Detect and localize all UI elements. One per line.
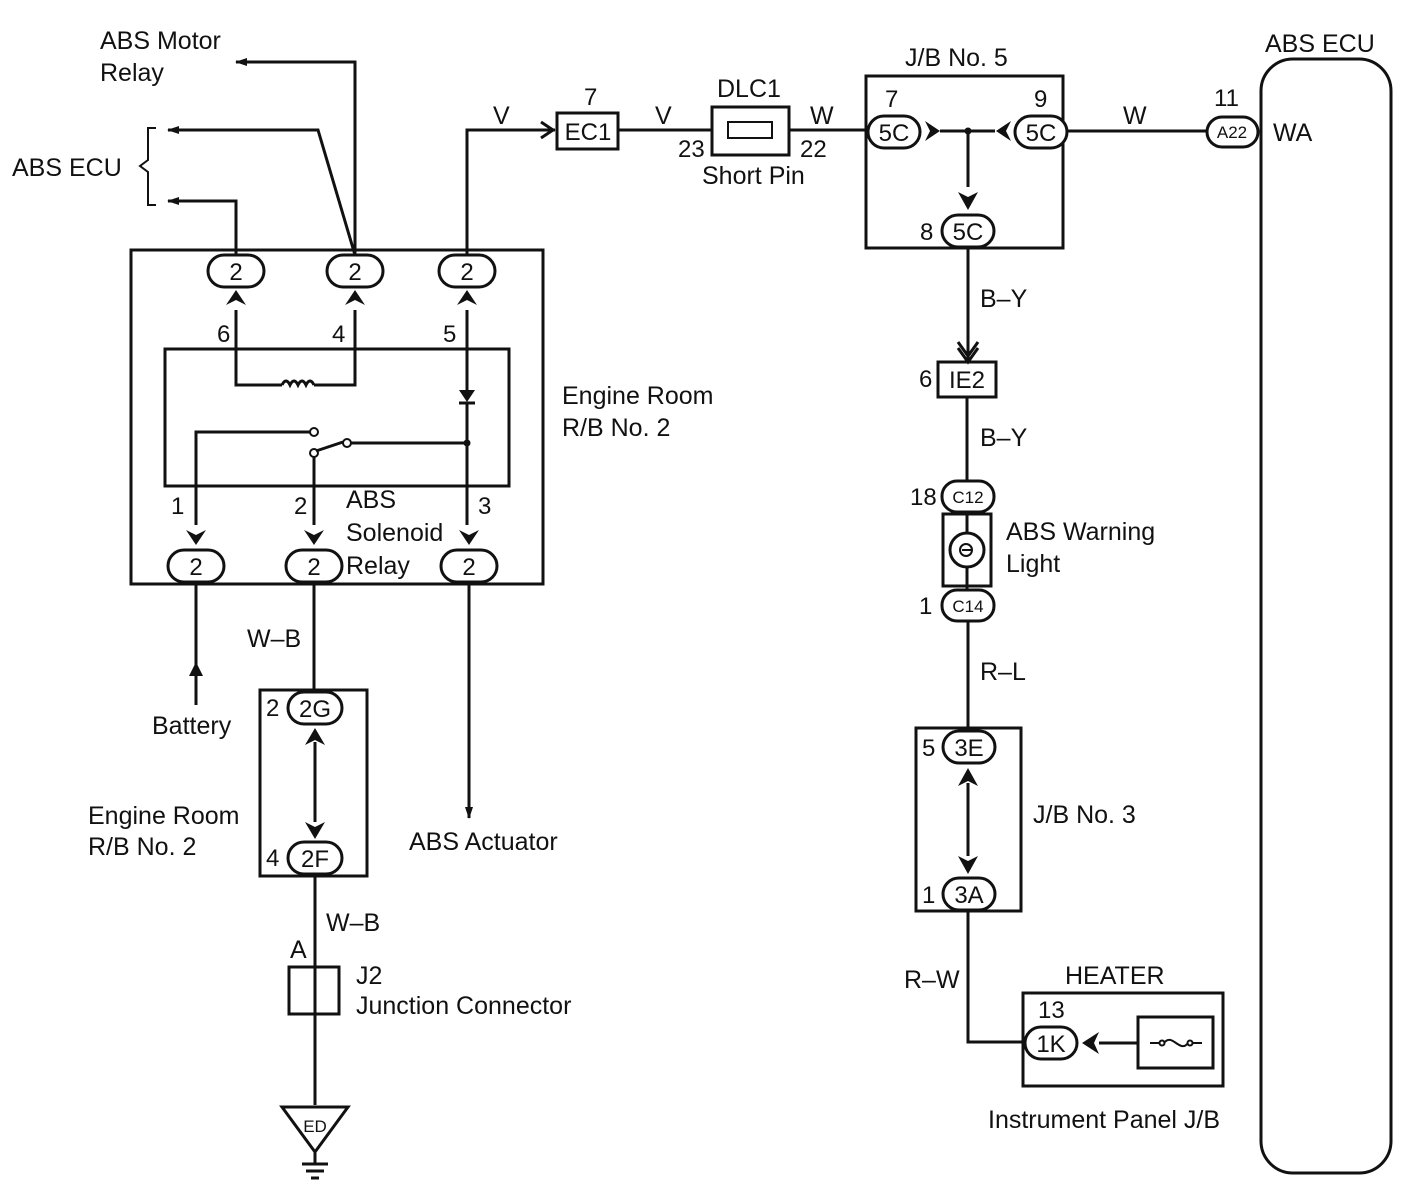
ecu-terminal-wa: WA	[1273, 119, 1313, 147]
abs-warning-label-2: Light	[1006, 550, 1060, 578]
dlc1-box	[710, 105, 791, 157]
connector-5c-8: 5C	[953, 219, 984, 246]
relay-internal-wiring	[186, 290, 479, 545]
abs-solenoid-label-1: ABS	[346, 486, 396, 514]
pin-c14-1: 1	[919, 593, 932, 620]
pin-jb5-7: 7	[885, 86, 898, 113]
connector-3a: 3A	[954, 882, 983, 909]
abs-actuator-label: ABS Actuator	[409, 828, 558, 856]
pin-3a-1: 1	[922, 882, 935, 909]
ground-ed	[279, 1105, 351, 1155]
abs-ecu-left-label: ABS ECU	[12, 154, 122, 182]
connector-a22: A22	[1217, 123, 1247, 142]
connector-2f: 2F	[301, 846, 329, 873]
connector-c12: C12	[952, 488, 983, 507]
j2-label: J2	[356, 962, 382, 990]
pin-jb5-9: 9	[1034, 86, 1047, 113]
r2-bot-1: 2	[189, 554, 202, 581]
fuse-icon	[1150, 1038, 1202, 1048]
relay-bottom-connectors: 2 2 2	[166, 548, 499, 584]
pin-jb5-8: 8	[920, 219, 933, 246]
abs-motor-relay-label-1: ABS Motor	[100, 27, 221, 55]
pin-ie2-6: 6	[919, 366, 932, 393]
wire-rw: R–W	[904, 966, 960, 994]
wire-by2: B–Y	[980, 424, 1028, 452]
instrument-panel-jb-label: Instrument Panel J/B	[988, 1106, 1220, 1134]
engine-room-rb-label-1: Engine Room	[562, 382, 713, 410]
engine-room-rb-b-label-1: Engine Room	[88, 802, 239, 830]
connector-2g: 2G	[299, 696, 331, 723]
relay-pin-5: 5	[443, 321, 456, 348]
connector-5c-9: 5C	[1026, 120, 1057, 147]
r2-top-3: 2	[460, 259, 473, 286]
r2-top-1: 2	[229, 259, 242, 286]
pin-1k-13: 13	[1038, 997, 1065, 1024]
relay-pin-1: 1	[171, 493, 184, 520]
junction-pin-a: A	[290, 936, 307, 964]
wire-w1: W	[810, 102, 834, 130]
heater-fuse-box	[1136, 1015, 1215, 1070]
instrument-panel-jb-box	[1021, 991, 1225, 1088]
abs-solenoid-label-3: Relay	[346, 552, 410, 580]
battery-label: Battery	[152, 712, 232, 740]
r2-top-2: 2	[348, 259, 361, 286]
abs-ecu-box	[1259, 57, 1393, 1175]
wire-v2: V	[655, 102, 672, 130]
pin-2f: 4	[266, 845, 279, 872]
short-pin-label: Short Pin	[702, 162, 805, 190]
connector-3e: 3E	[954, 735, 983, 762]
abs-solenoid-label-2: Solenoid	[346, 519, 443, 547]
engine-room-rb-b-label-2: R/B No. 2	[88, 833, 196, 861]
wire-wb2: W–B	[326, 909, 380, 937]
engine-room-rb-label-2: R/B No. 2	[562, 414, 670, 442]
relay-pin-4: 4	[332, 321, 345, 348]
pin-ec1: 7	[584, 84, 597, 111]
wire-v1: V	[493, 102, 510, 130]
relay-pin-3: 3	[478, 493, 491, 520]
heater-label: HEATER	[1065, 962, 1165, 990]
connector-ec1-label: EC1	[565, 119, 612, 146]
pin-dlc-23: 23	[678, 136, 705, 163]
wire-rl: R–L	[980, 658, 1026, 686]
relay-top-connectors: 2 2 2	[206, 253, 497, 289]
engine-room-rb-upper	[129, 248, 545, 586]
r2-bot-3: 2	[462, 554, 475, 581]
pin-2g: 2	[266, 695, 279, 722]
pin-dlc-22: 22	[800, 136, 827, 163]
abs-solenoid-relay-box	[163, 347, 511, 488]
pin-ecu-11: 11	[1214, 85, 1239, 112]
relay-pin-2: 2	[294, 493, 307, 520]
abs-motor-relay-label-2: Relay	[100, 59, 164, 87]
abs-warning-label-1: ABS Warning	[1006, 518, 1155, 546]
wire-v-up	[465, 128, 555, 255]
pin-c12-18: 18	[910, 484, 937, 511]
wire-wb1: W–B	[247, 625, 301, 653]
jb5-label: J/B No. 5	[905, 44, 1008, 72]
j2-junction-connector	[287, 965, 341, 1016]
pin-3e-5: 5	[922, 735, 935, 762]
r2-bot-2: 2	[307, 554, 320, 581]
wire-w2: W	[1123, 102, 1147, 130]
connector-ie2-label: IE2	[949, 367, 985, 394]
dlc1-label: DLC1	[717, 75, 781, 103]
wire-by1: B–Y	[980, 285, 1028, 313]
jb3-label: J/B No. 3	[1033, 801, 1136, 829]
relay-pin-6: 6	[217, 321, 230, 348]
connector-c14: C14	[952, 597, 983, 616]
connector-1k: 1K	[1036, 1031, 1065, 1058]
junction-connector-label: Junction Connector	[356, 992, 571, 1020]
abs-ecu-title: ABS ECU	[1265, 30, 1375, 58]
connector-5c-7: 5C	[879, 120, 910, 147]
ground-ed-label: ED	[303, 1117, 327, 1136]
relay-upper-wires	[138, 58, 357, 256]
